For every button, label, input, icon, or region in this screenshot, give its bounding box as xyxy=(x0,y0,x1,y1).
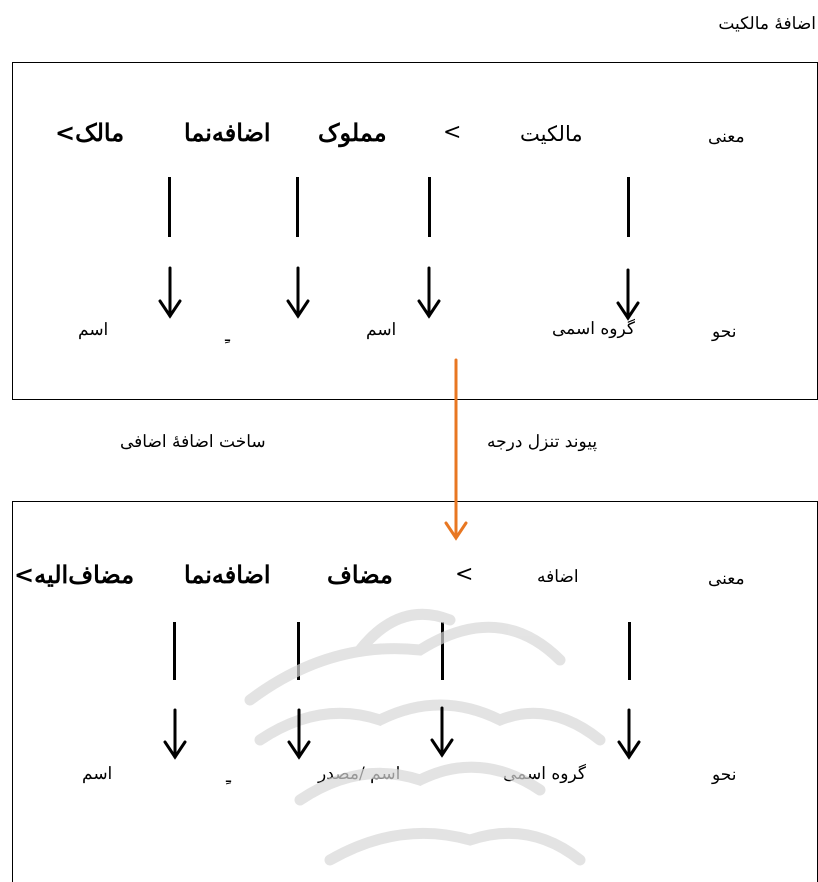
link-label-degradation: پیوند تنزل درجه xyxy=(487,432,598,452)
syntax-token-ezafe: ـِ xyxy=(226,767,231,787)
arrow-down-icon xyxy=(430,706,454,758)
degradation-arrow xyxy=(444,358,468,541)
arrow-down-icon xyxy=(616,268,640,321)
arrow-down-icon xyxy=(163,708,187,760)
syntax-row-label: نحو xyxy=(712,765,737,785)
link-label-extra-ezafe: ساخت اضافهٔ اضافی xyxy=(120,432,266,452)
link-line xyxy=(628,622,631,680)
meaning-token-open-bracket: < xyxy=(455,562,474,587)
syntax-row-label: نحو xyxy=(712,322,737,342)
meaning-token-ezafe-marker: اضافه‌نما xyxy=(184,118,271,147)
figure-title: اضافهٔ مالکیت xyxy=(718,14,816,34)
meaning-token-possession: مالکیت xyxy=(520,122,583,146)
syntax-token-noun: اسم xyxy=(78,320,109,340)
link-line xyxy=(627,177,630,237)
meaning-token-ezafe-marker: اضافه‌نما xyxy=(184,560,271,589)
arrow-down-icon xyxy=(287,708,311,760)
meaning-token-head: مضاف xyxy=(327,560,393,589)
syntax-token-noun: اسم xyxy=(366,320,397,340)
arrow-down-icon xyxy=(617,708,641,760)
link-line xyxy=(441,622,444,680)
link-line xyxy=(168,177,171,237)
meaning-token-possessed: مملوک xyxy=(318,118,387,147)
arrow-down-icon xyxy=(417,266,441,319)
link-line xyxy=(297,622,300,680)
meaning-token-ezafe: اضافه xyxy=(537,567,579,587)
arrow-down-icon xyxy=(158,266,182,319)
link-line xyxy=(173,622,176,680)
link-line xyxy=(296,177,299,237)
meaning-row-label: معنی xyxy=(708,127,745,147)
link-line xyxy=(428,177,431,237)
meaning-token-open-bracket: < xyxy=(443,120,462,145)
arrow-down-icon xyxy=(286,266,310,319)
meaning-token-dependent: مضاف‌الیه> xyxy=(14,560,135,589)
syntax-token-noun-phrase: گروه اسمی xyxy=(552,319,635,339)
meaning-token-possessor: مالک> xyxy=(55,118,125,147)
syntax-token-ezafe: ـِ xyxy=(225,326,230,346)
syntax-token-noun: اسم xyxy=(82,764,113,784)
meaning-row-label: معنی xyxy=(708,569,745,589)
